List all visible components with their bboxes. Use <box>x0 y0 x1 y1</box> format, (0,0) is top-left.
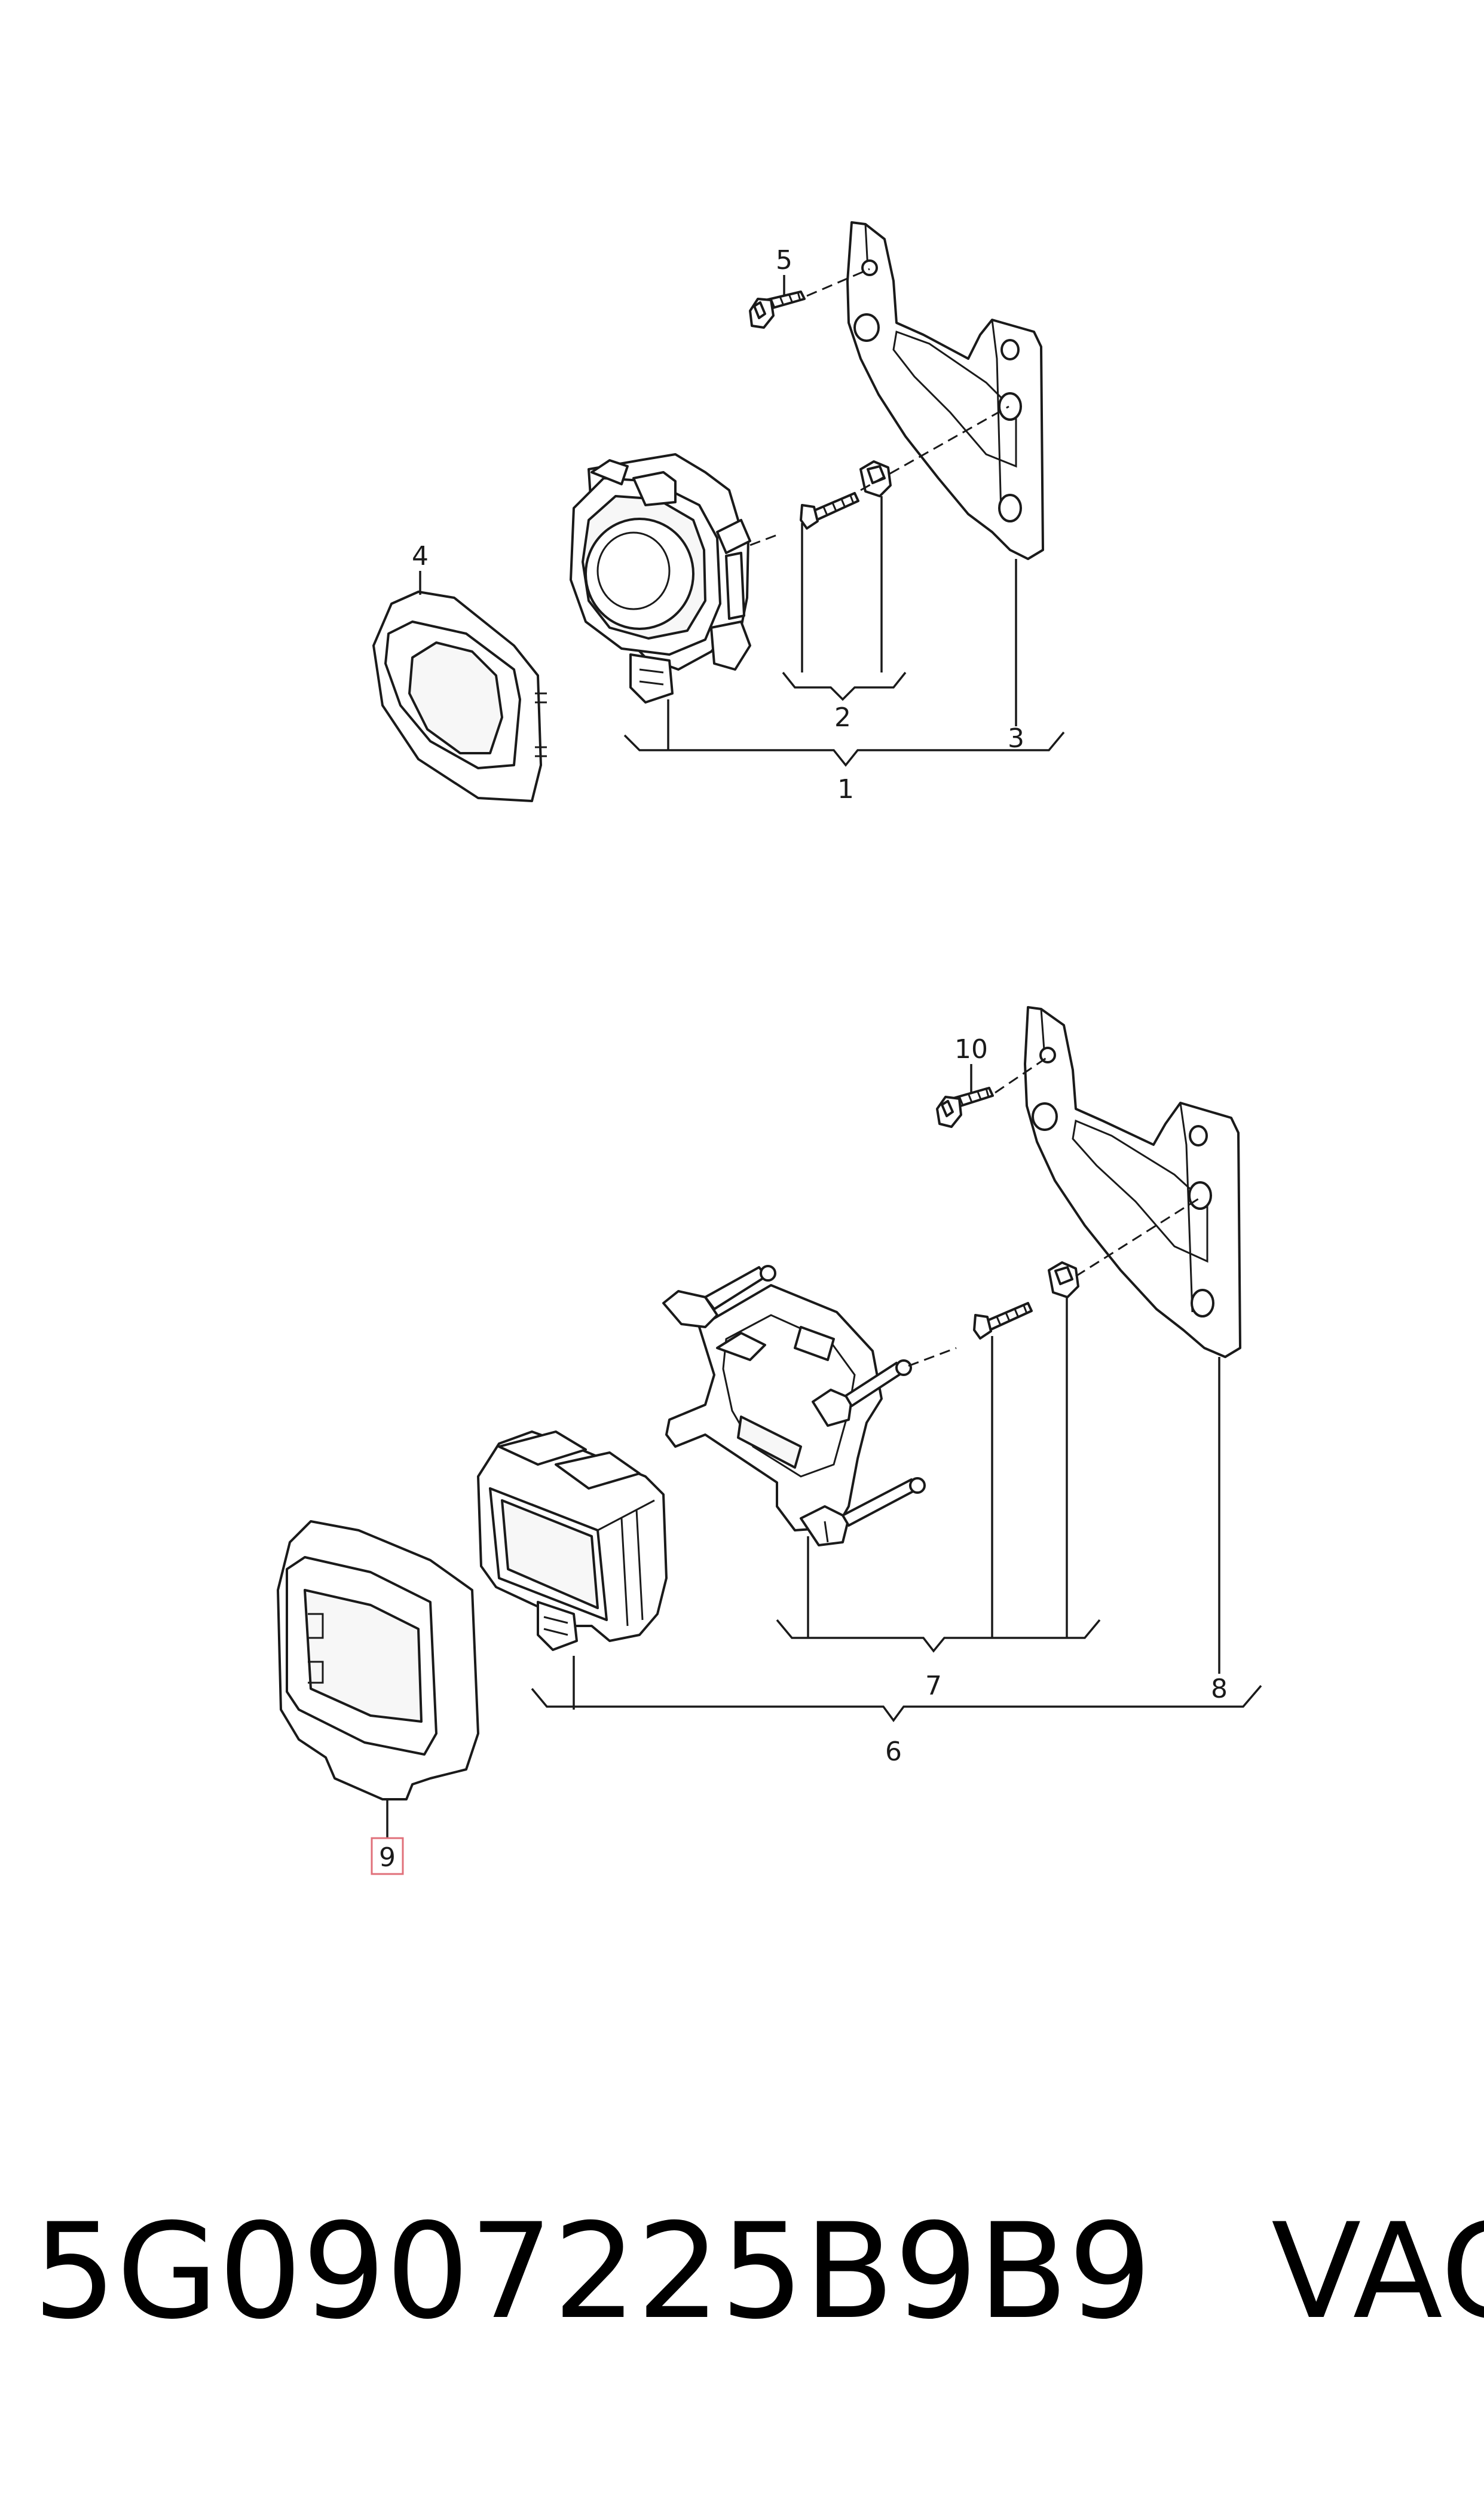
callout-4: 4 <box>412 541 429 571</box>
upper-callouts: 5 4 2 3 1 <box>412 245 1024 805</box>
callout-2: 2 <box>834 702 851 733</box>
callout-5: 5 <box>776 245 793 276</box>
lower-leader-lines <box>386 1064 1262 1838</box>
screw-part-7 <box>973 1261 1079 1340</box>
callout-7: 7 <box>925 1671 942 1701</box>
upper-assembly: 5 4 2 3 1 <box>372 221 1065 805</box>
control-unit-part-6 <box>477 1430 668 1651</box>
upper-leader-lines <box>419 275 1065 767</box>
callout-1: 1 <box>837 774 854 805</box>
callout-9-highlight-box <box>371 1837 404 1875</box>
cover-part-4 <box>372 591 547 802</box>
part-number: 5G0907225B9B9 <box>33 2195 1152 2348</box>
callout-10: 10 <box>954 1034 988 1065</box>
screw-part-5 <box>749 291 806 329</box>
callout-9: 9 <box>379 1842 396 1873</box>
cover-part-9 <box>277 1520 479 1800</box>
lower-callouts: 10 7 8 6 9 <box>371 1034 1228 1875</box>
lower-assembly: 10 7 8 6 9 <box>277 1006 1262 1875</box>
callout-8: 8 <box>1211 1674 1228 1704</box>
screw-part-2 <box>800 460 892 530</box>
bracket-part-8 <box>1024 1006 1241 1358</box>
bracket-part-3 <box>846 221 1044 560</box>
callout-6: 6 <box>885 1737 902 1767</box>
brand-name: VAG <box>1271 2195 1484 2348</box>
sensor-unit-part-1 <box>570 453 751 704</box>
holder-part-7 <box>662 1265 926 1546</box>
footer-caption: 5G0907225B9B9 VAG <box>33 2194 1484 2349</box>
callout-3: 3 <box>1008 723 1024 754</box>
screw-part-10 <box>936 1087 994 1128</box>
